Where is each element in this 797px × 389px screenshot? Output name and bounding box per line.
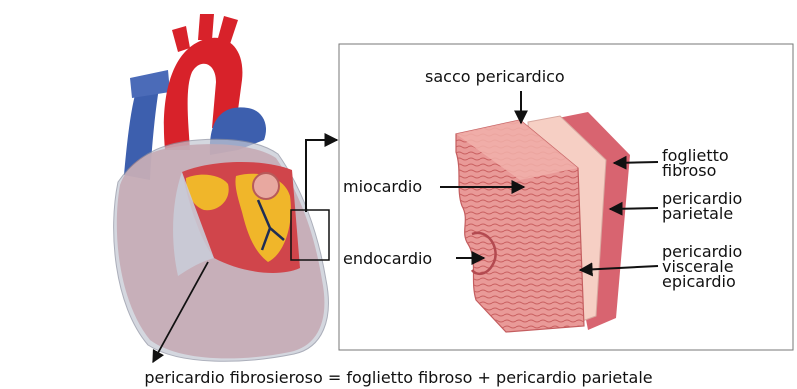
- label-foglietto-fibroso: foglietto fibroso: [662, 148, 729, 178]
- aorta-branch-1: [172, 26, 190, 52]
- label-sacco-pericardico: sacco pericardico: [425, 69, 565, 84]
- heart-illustration: [114, 14, 329, 361]
- pulmonary-vein: [130, 70, 170, 98]
- vessel-knot: [253, 173, 279, 199]
- aorta-branch-2: [198, 14, 214, 40]
- label-endocardio: endocardio: [343, 251, 432, 266]
- foglietto-arrow: [614, 162, 658, 163]
- wall-cross-section: [456, 112, 630, 332]
- label-miocardio: miocardio: [343, 179, 422, 194]
- label-parietale-line2: parietale: [662, 206, 742, 221]
- zoom-connector: [306, 140, 337, 212]
- label-viscerale-line3: epicardio: [662, 274, 742, 289]
- label-pericardio-parietale: pericardio parietale: [662, 191, 742, 221]
- label-pericardio-viscerale: pericardio viscerale epicardio: [662, 244, 742, 289]
- parietale-arrow: [610, 208, 658, 209]
- label-foglietto-line2: fibroso: [662, 163, 729, 178]
- diagram-caption: pericardio fibrosieroso = foglietto fibr…: [0, 368, 797, 387]
